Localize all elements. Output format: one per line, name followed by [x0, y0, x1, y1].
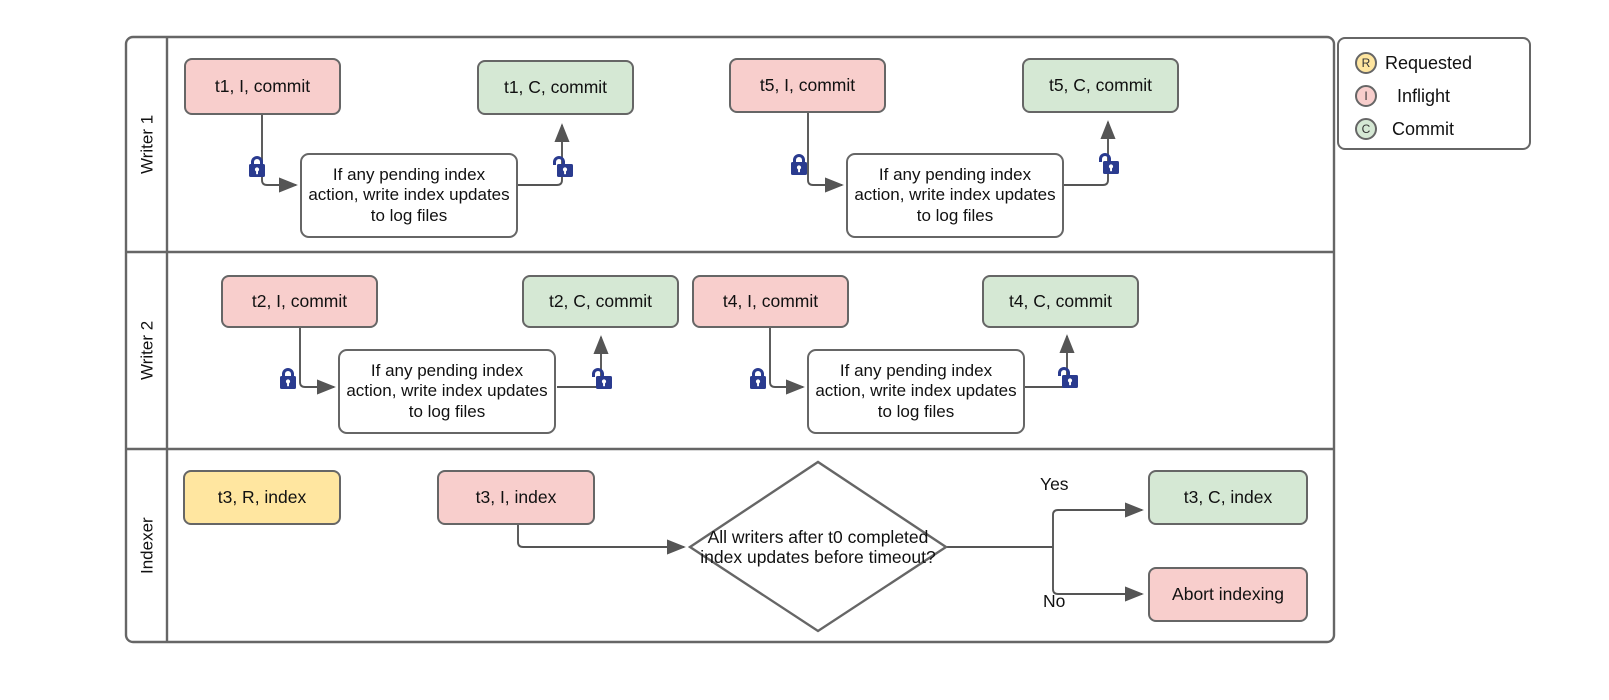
legend-requested-label: Requested [1385, 52, 1473, 73]
lock-closed-icon [249, 156, 265, 177]
node-w1-t5-commit[interactable]: t5, C, commit [1022, 58, 1179, 113]
lock-closed-icon [750, 368, 766, 389]
legend-item-inflight: I Inflight [1355, 83, 1450, 109]
node-ix-t3-commit[interactable]: t3, C, index [1148, 470, 1308, 525]
legend-inflight-label: Inflight [1397, 85, 1451, 106]
lane-label-indexer: Indexer [137, 517, 157, 574]
lane-label-writer-2: Writer 2 [137, 320, 157, 381]
lock-closed-icon [791, 154, 807, 175]
node-ix-t3-requested[interactable]: t3, R, index [183, 470, 341, 525]
node-w1-t5-inflight[interactable]: t5, I, commit [729, 58, 886, 113]
pool-frame [124, 35, 1336, 644]
legend-item-requested: R Requested [1355, 50, 1472, 76]
node-w1-t1-commit[interactable]: t1, C, commit [477, 60, 634, 115]
legend-inflight-icon: I [1355, 85, 1377, 107]
node-w2-t2-inflight[interactable]: t2, I, commit [221, 275, 378, 328]
lock-open-icon [553, 156, 573, 177]
branch-label-no: No [1043, 591, 1066, 611]
lock-open-icon [1058, 367, 1078, 388]
process-w1-write-index-1[interactable]: If any pending index action, write index… [300, 153, 518, 238]
node-ix-abort-indexing[interactable]: Abort indexing [1148, 567, 1308, 622]
legend-commit-icon: C [1355, 118, 1377, 140]
legend-requested-icon: R [1355, 52, 1377, 74]
lock-closed-icon [280, 368, 296, 389]
lane-label-writer-1: Writer 1 [137, 114, 157, 175]
node-w2-t4-commit[interactable]: t4, C, commit [982, 275, 1139, 328]
node-w2-t4-inflight[interactable]: t4, I, commit [692, 275, 849, 328]
process-w1-write-index-2[interactable]: If any pending index action, write index… [846, 153, 1064, 238]
legend-panel: R Requested I Inflight C Commit [1337, 37, 1531, 150]
node-w1-t1-inflight[interactable]: t1, I, commit [184, 58, 341, 115]
process-w2-write-index-1[interactable]: If any pending index action, write index… [338, 349, 556, 434]
lock-open-icon [1099, 153, 1119, 174]
node-ix-t3-inflight[interactable]: t3, I, index [437, 470, 595, 525]
decision-diamond [687, 460, 949, 633]
node-w2-t2-commit[interactable]: t2, C, commit [522, 275, 679, 328]
process-w2-write-index-2[interactable]: If any pending index action, write index… [807, 349, 1025, 434]
branch-label-yes: Yes [1040, 474, 1069, 494]
legend-commit-label: Commit [1392, 118, 1454, 139]
legend-item-commit: C Commit [1355, 116, 1454, 142]
lock-open-icon [592, 368, 612, 389]
